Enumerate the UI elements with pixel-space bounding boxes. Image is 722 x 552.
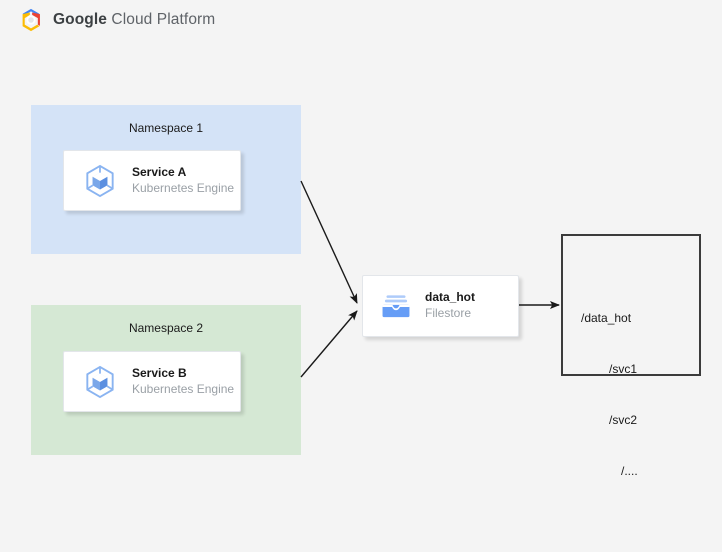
google-cloud-hexagon-logo-icon <box>18 7 44 33</box>
brand-title-rest: Cloud Platform <box>107 11 216 28</box>
service-b-text: Service B Kubernetes Engine <box>132 366 234 398</box>
filestore-path-list: /data_hot /svc1 /svc2 /.... <box>581 276 638 514</box>
edge-service-b-to-data-hot <box>300 310 358 378</box>
service-a-card[interactable]: Service A Kubernetes Engine <box>63 150 241 211</box>
service-a-text: Service A Kubernetes Engine <box>132 165 234 197</box>
data-hot-text: data_hot Filestore <box>425 290 475 322</box>
service-b-subtitle: Kubernetes Engine <box>132 381 235 396</box>
data-hot-subtitle: Filestore <box>425 306 472 320</box>
filestore-icon <box>377 287 415 325</box>
namespace-1-label: Namespace 1 <box>128 121 204 135</box>
service-b-card[interactable]: Service B Kubernetes Engine <box>63 351 241 412</box>
service-b-title: Service B <box>132 365 187 380</box>
service-a-subtitle: Kubernetes Engine <box>132 180 235 195</box>
kubernetes-engine-icon <box>81 162 119 200</box>
brand-title: Google Cloud Platform <box>53 11 215 29</box>
kubernetes-engine-icon <box>81 363 119 401</box>
path-line: /.... <box>621 464 638 479</box>
service-a-title: Service A <box>132 164 187 179</box>
data-hot-title: data_hot <box>425 290 476 305</box>
brand-header: Google Cloud Platform <box>18 7 215 33</box>
edge-service-a-to-data-hot <box>300 180 358 304</box>
path-line: /svc2 <box>609 413 638 428</box>
namespace-2-label: Namespace 2 <box>128 321 204 335</box>
brand-title-bold: Google <box>53 11 107 28</box>
path-line: /svc1 <box>609 362 638 377</box>
data-hot-filestore-card[interactable]: data_hot Filestore <box>362 275 519 337</box>
filestore-paths-box[interactable]: /data_hot /svc1 /svc2 /.... <box>561 234 701 478</box>
path-line: /data_hot <box>581 311 632 326</box>
